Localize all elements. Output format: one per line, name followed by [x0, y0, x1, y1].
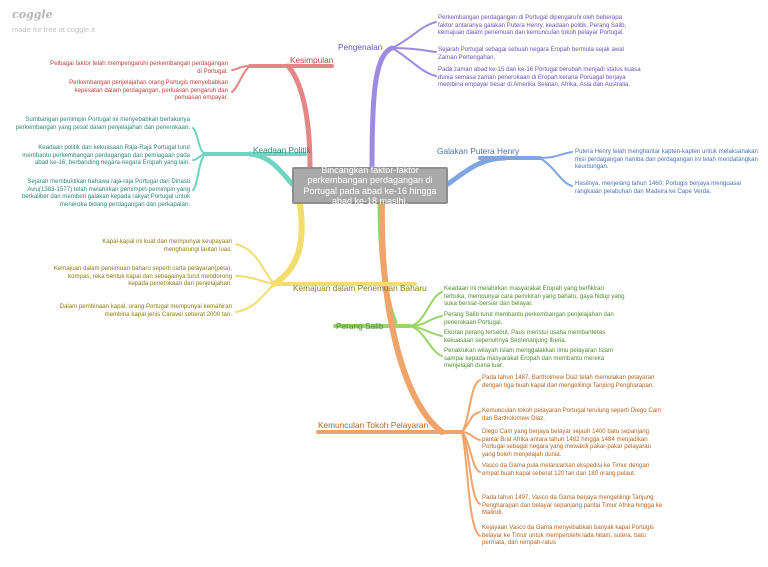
- leaf-pengenalan-1[interactable]: Perkembangan perdagangan di Portugal dip…: [438, 14, 627, 37]
- leaf-kemajuan-1[interactable]: Kapal-kapal ini kuat dan mempunyai keupa…: [102, 238, 232, 253]
- leaf-kemajuan-3[interactable]: Dalam pembinaan kapal, orang Portugal me…: [59, 303, 232, 318]
- link-kemajuan-trunk: [271, 201, 305, 287]
- leaf-galakan-2[interactable]: Hasilnya, menjelang tahun 1460, Portugis…: [575, 180, 741, 195]
- link-kesimpulan-top: [231, 65, 251, 71]
- link-group-kesimpulan: [231, 63, 334, 170]
- leaf-perang-2[interactable]: Perang Salib turut membantu perkembangan…: [444, 311, 614, 326]
- branch-pengenalan[interactable]: Pengenalan: [338, 42, 383, 52]
- link-kemajuan-top: [235, 243, 275, 285]
- link-galakan-top: [539, 151, 573, 159]
- leaf-tokoh-6[interactable]: Kejayaan Vasco da Gama menyebabkan banya…: [482, 524, 654, 547]
- leaf-pengenalan-3[interactable]: Pada zaman abad ke-15 dan ke-16 Portugal…: [438, 66, 641, 89]
- leaf-perang-4[interactable]: Penaklukan wilayah Islam menggalakkan il…: [444, 347, 614, 370]
- link-pengenalan-top: [391, 21, 437, 49]
- link-pengenalan-mid: [391, 47, 437, 53]
- link-pengenalan-trunk: [369, 45, 395, 170]
- link-galakan-trunk: [445, 155, 508, 187]
- leaf-tokoh-1[interactable]: Pada tahun 1487, Bartholmew Diaz telah m…: [482, 374, 655, 389]
- link-group-pengenalan: [369, 21, 437, 170]
- leaf-politik-1[interactable]: Sumbangan pemimpin Portugal ini menyebab…: [15, 116, 190, 131]
- brand-tagline: made for free at coggle.it: [12, 25, 95, 34]
- leaf-politik-3[interactable]: Sejarah membuktikan bahawa raja-raja Por…: [21, 178, 190, 208]
- brand: coggle made for free at coggle.it: [12, 8, 95, 34]
- branch-galakan-putera-henry[interactable]: Galakan Putera Henry: [437, 146, 520, 156]
- leaf-tokoh-2[interactable]: Kemunculan tokoh pelayaran Portugal teru…: [482, 407, 662, 422]
- leaf-perang-1[interactable]: Keadaan ini melahirkan masyarakat Eropah…: [444, 285, 625, 308]
- branch-keadaan-politik[interactable]: Keadaan Politik: [253, 145, 311, 155]
- link-group-politik: [192, 127, 307, 191]
- link-kesimpulan-trunk: [285, 63, 313, 170]
- link-kesimpulan-low: [231, 65, 251, 93]
- link-galakan-low: [539, 157, 573, 187]
- link-group-kemajuan: [235, 201, 417, 313]
- coggle-logo[interactable]: coggle: [12, 8, 53, 21]
- link-group-tokoh: [316, 201, 481, 537]
- central-topic[interactable]: Bincangkan faktor-faktor perkembangan pe…: [292, 164, 448, 207]
- link-tokoh-3: [461, 431, 481, 441]
- leaf-kemajuan-2[interactable]: Kemajuan dalam penemuan baharu seperti c…: [53, 265, 232, 288]
- link-pengenalan-low: [391, 47, 437, 77]
- link-tokoh-6: [461, 431, 481, 537]
- link-group-perang: [333, 201, 443, 357]
- leaf-kesimpulan-2[interactable]: Perkembangan penjelajahan orang Portugis…: [69, 79, 228, 102]
- link-group-galakan: [445, 151, 573, 187]
- link-politik-top: [192, 127, 206, 155]
- link-tokoh-trunk: [378, 201, 445, 435]
- leaf-tokoh-4[interactable]: Vasco da Gama pula melancarkan ekspedisi…: [482, 462, 650, 477]
- central-topic-text: Bincangkan faktor-faktor perkembangan pe…: [303, 164, 437, 207]
- leaf-tokoh-5[interactable]: Pada tahun 1497, Vasco da Gama berjaya m…: [482, 494, 663, 517]
- leaf-tokoh-3[interactable]: Diego Cam yang berjaya belayar sejauh 14…: [482, 428, 652, 458]
- link-kemajuan-low: [235, 283, 275, 313]
- leaf-pengenalan-2[interactable]: Sejarah Portugal sebagai sebuah negara E…: [438, 46, 624, 61]
- branch-kemunculan-tokoh-pelayaran[interactable]: Kemunculan Tokoh Pelayaran: [318, 420, 429, 430]
- leaf-politik-2[interactable]: Keadaan politik dan kekuasaan Raja-Raja …: [22, 144, 190, 167]
- link-tokoh-1: [461, 379, 481, 433]
- link-perang-4: [409, 325, 443, 357]
- branch-kemajuan-penemuan-baharu[interactable]: Kemajuan dalam Penemuan Baharu: [293, 283, 427, 293]
- leaf-galakan-1[interactable]: Putera Henry telah menghantar kapten-kap…: [575, 148, 758, 171]
- link-perang-1: [409, 291, 443, 327]
- link-politik-trunk: [247, 151, 295, 187]
- leaf-kesimpulan-1[interactable]: Pelbagai faktor telah mempengaruhi perke…: [50, 60, 228, 75]
- link-politik-low: [192, 153, 206, 191]
- branch-kesimpulan[interactable]: Kesimpulan: [290, 55, 334, 65]
- leaf-perang-3[interactable]: Ekoran perang tersebut, Paus meristui us…: [444, 329, 606, 344]
- link-kemajuan-mid: [235, 275, 275, 285]
- link-tokoh-2: [461, 411, 481, 433]
- branch-perang-salib[interactable]: Perang Salib: [336, 321, 384, 331]
